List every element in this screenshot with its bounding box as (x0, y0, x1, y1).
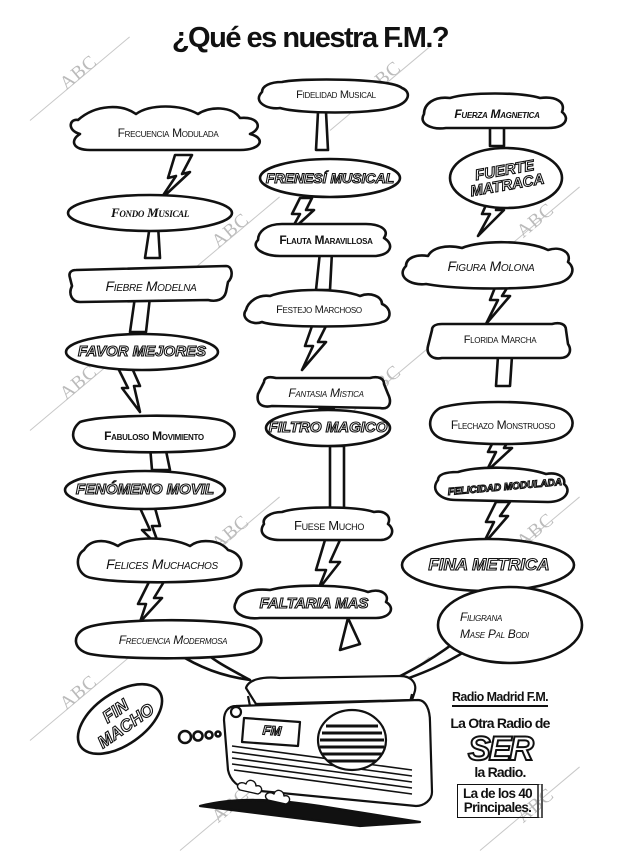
bubble-fin-macho (76, 682, 164, 756)
label-fina-metrica: Fina Metrica (428, 555, 550, 575)
label-festejo-marchoso: Festejo Marchoso (276, 304, 362, 317)
bubble-frecuencia-modulada (69, 105, 261, 152)
radio-dial-label: FM (262, 722, 283, 739)
bubble-fabuloso-movimiento (71, 414, 236, 454)
label-fenomeno-movil: Fenómeno Movil (75, 481, 215, 499)
label-fuerza-magnetica: Fuerza Magnetica (454, 106, 540, 121)
bubble-felices-muchachos (76, 537, 243, 584)
label-flauta-maravillosa: Flauta Maravillosa (279, 232, 373, 247)
bubble-fondo-musical (66, 193, 234, 233)
ser-logo: SER (467, 730, 535, 768)
label-frenesi-musical: Frenesí Musical (265, 169, 395, 186)
bubble-flechazo-monstruoso (428, 400, 574, 446)
bubble-fuese-mucho (260, 506, 394, 542)
bubble-fuerte-matraca (448, 146, 564, 210)
bubble-fantasia-mistica (256, 375, 392, 410)
label-filtro-magico: Filtro Magico (268, 419, 388, 437)
bubble-fenomeno-movil (63, 469, 227, 511)
sponsor-logo-block: Radio Madrid F.M. La Otra Radio de SER l… (440, 688, 560, 819)
headline: ¿Qué es nuestra F.M.? (171, 22, 450, 54)
bubble-florida-marcha (426, 321, 572, 360)
station-name: Radio Madrid F.M. (451, 690, 549, 707)
label-florida-marcha: Florida Marcha (463, 334, 537, 347)
bubble-figura-molona (401, 240, 574, 290)
label-fiebre-modelna: Fiebre Modelna (105, 277, 197, 294)
bubble-frenesi-musical (258, 157, 402, 199)
label-felices-muchachos: Felices Muchachos (106, 555, 218, 572)
bubble-flauta-maravillosa (254, 222, 392, 258)
label-filigrana-mase-pal-bodi: Filigrana Mase Pal Bodi (452, 604, 570, 648)
label-flechazo-monstruoso: Flechazo Monstruoso (450, 417, 556, 432)
label-faltaria-mas: Faltaria Mas (259, 595, 369, 613)
label-fondo-musical: Fondo Musical (110, 205, 190, 221)
program-badge: La de los 40 Principales. (457, 784, 543, 819)
ser-subtitle: la Radio. (474, 764, 526, 780)
portable-radio-illustration (198, 674, 434, 828)
sponsor-tagline: La Otra Radio de (450, 715, 550, 731)
label-figura-molona: Figura Molona (447, 257, 535, 274)
label-frecuencia-modulada: Frecuencia Modulada (117, 125, 219, 140)
label-fabuloso-movimiento: Fabuloso Movimiento (104, 428, 204, 443)
program-line2: Principales. (463, 800, 532, 816)
label-filigrana-line1: Filigrana (460, 610, 502, 625)
program-line1: La de los 40 (463, 786, 533, 801)
bubble-fidelidad-musical (257, 78, 410, 114)
bubble-favor-mejores (64, 332, 220, 372)
bubble-filigrana (436, 585, 584, 665)
speech-tail (158, 153, 194, 202)
bubble-fiebre-modelna (68, 264, 233, 304)
label-frecuencia-modermosa: Frecuencia Modermosa (118, 632, 228, 647)
label-filigrana-line2: Mase Pal Bodi (460, 627, 529, 641)
label-fuese-mucho: Fuese Mucho (293, 518, 365, 534)
bubble-fuerza-magnetica (421, 92, 568, 130)
label-fidelidad-musical: Fidelidad Musical (296, 89, 376, 102)
bubble-faltaria-mas (233, 584, 393, 620)
label-favor-mejores: Favor Mejores (77, 343, 207, 361)
bubble-festejo-marchoso (243, 288, 391, 328)
label-fantasia-mistica: Fantasia Mistica (288, 385, 364, 400)
bubble-filtro-magico (264, 408, 392, 448)
bubble-frecuencia-modermosa (74, 618, 263, 660)
bubble-felicidad-modulada (433, 466, 569, 504)
